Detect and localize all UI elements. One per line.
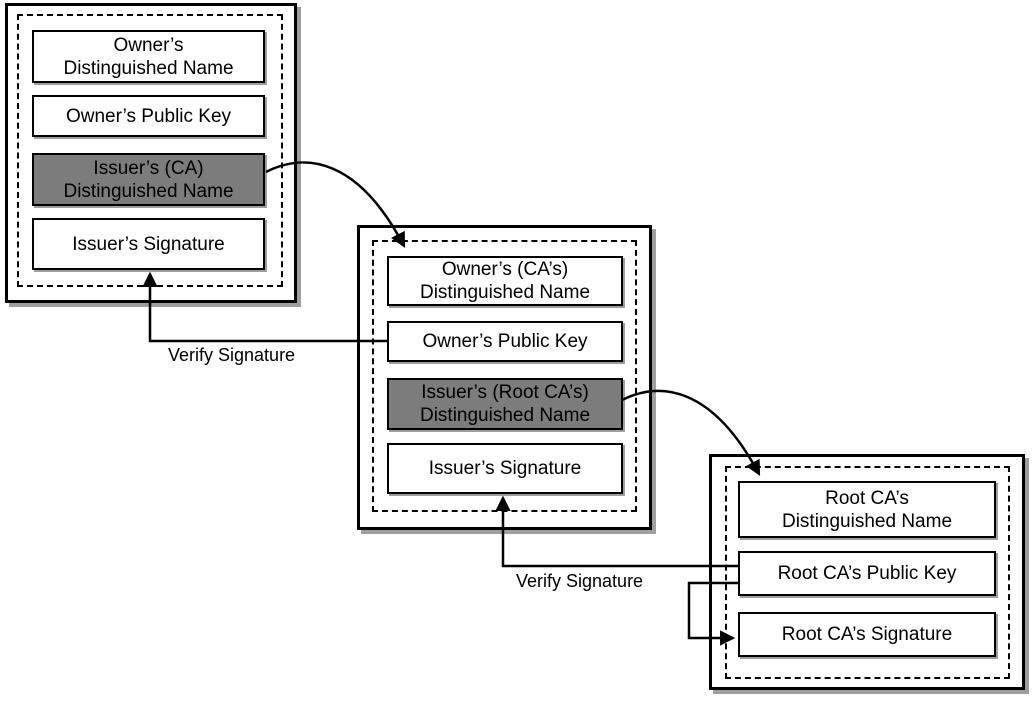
verify-signature-label-2: Verify Signature bbox=[516, 571, 644, 591]
verify-signature-label-1: Verify Signature bbox=[168, 345, 296, 365]
ca-owner-distinguished-name-field: Owner’s (CA’s) Distinguished Name bbox=[387, 256, 623, 306]
ca-owner-public-key-field: Owner’s Public Key bbox=[387, 321, 623, 362]
root-ca-signature-field: Root CA’s Signature bbox=[738, 612, 996, 657]
root-ca-certificate-inner-dashed-border bbox=[725, 466, 1010, 679]
issuer-root-ca-distinguished-name-field: Issuer’s (Root CA’s) Distinguished Name bbox=[387, 378, 623, 430]
ca-issuer-signature-field: Issuer’s Signature bbox=[387, 443, 623, 494]
issuer-ca-distinguished-name-field: Issuer’s (CA) Distinguished Name bbox=[32, 153, 265, 206]
owner-distinguished-name-field: Owner’s Distinguished Name bbox=[32, 30, 265, 83]
root-ca-distinguished-name-field: Root CA’s Distinguished Name bbox=[738, 481, 996, 538]
root-ca-public-key-field: Root CA’s Public Key bbox=[738, 551, 996, 596]
owner-public-key-field: Owner’s Public Key bbox=[32, 95, 265, 137]
issuer-signature-field: Issuer’s Signature bbox=[32, 218, 265, 270]
